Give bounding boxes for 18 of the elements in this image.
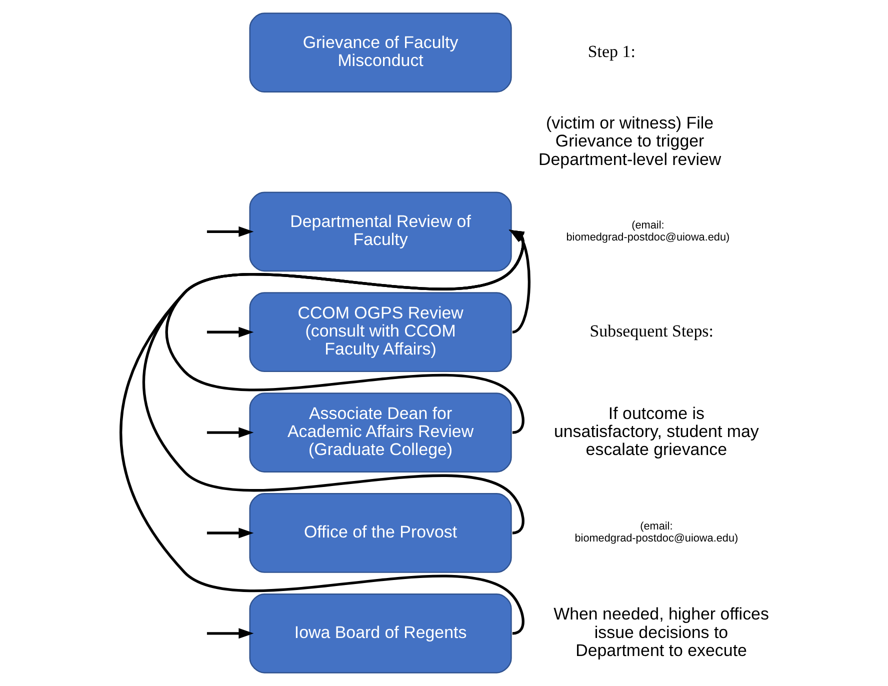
label: Subsequent Steps:: [590, 322, 714, 341]
arrow: [206, 226, 254, 237]
node-box: Grievance of Faculty Misconduct: [249, 12, 512, 92]
label: When needed, higher offices issue decisions to Department to execute: [554, 604, 769, 660]
arrow: [206, 326, 254, 338]
label: (email: biomedgrad-postdoc@uiowa.edu): [574, 520, 738, 545]
node-box: Iowa Board of Regents: [249, 594, 512, 674]
arrow: [206, 427, 254, 438]
node-box: Office of the Provost: [249, 493, 512, 573]
node-box: Departmental Review of Faculty: [249, 192, 512, 272]
label: Step 1:: [588, 42, 636, 62]
arrow: [206, 528, 254, 538]
node-box: Associate Dean for Academic Affairs Review (Graduate College): [249, 392, 512, 472]
arrow: [206, 628, 254, 639]
node-box: CCOM OGPS Review (consult with CCOM Faculty Affairs): [249, 292, 512, 372]
label: If outcome is unsatisfactory, student may escalate grievance: [554, 404, 759, 460]
label: (victim or witness) File Grievance to trigger Department-level review: [538, 113, 722, 169]
label: (email: biomedgrad-postdoc@uiowa.edu): [566, 219, 730, 244]
